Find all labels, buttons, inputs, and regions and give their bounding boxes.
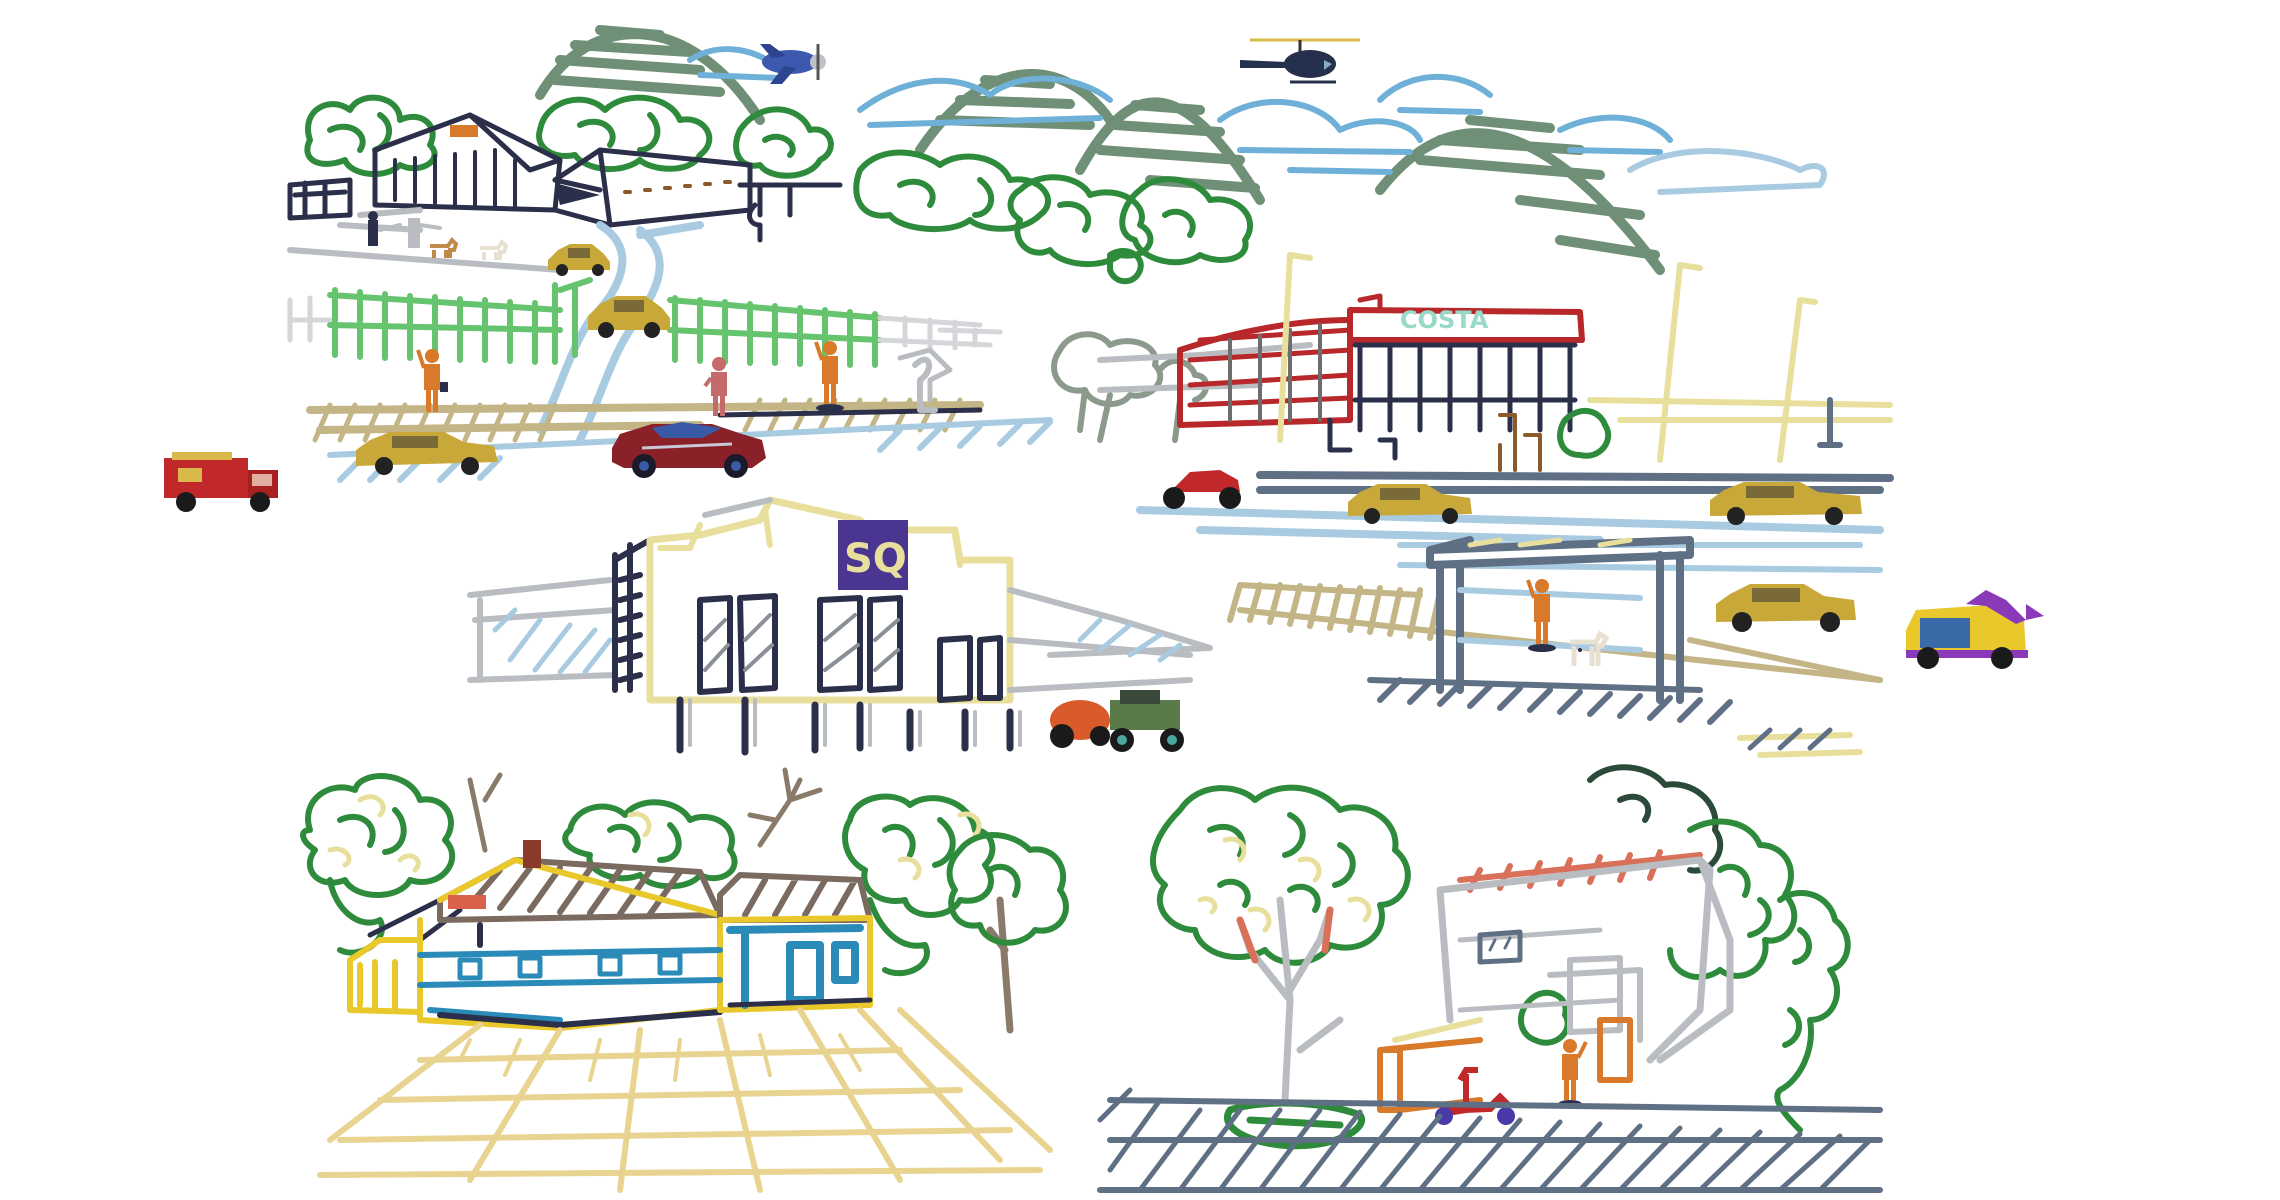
top-left-trees	[304, 94, 1253, 285]
figure-icon	[703, 357, 727, 416]
figure-icon	[368, 211, 378, 246]
cafe-sign: COSTA	[1400, 306, 1489, 334]
bottom-right-trees	[1150, 764, 1851, 1150]
taxi-car-icon	[1710, 482, 1862, 525]
cottage-building	[347, 840, 873, 1031]
barn-sign	[450, 125, 478, 137]
sports-car-icon	[612, 422, 766, 478]
dog-icon	[480, 238, 509, 260]
chimney	[523, 840, 541, 868]
scooter-icon	[1435, 1067, 1515, 1125]
clouds	[687, 46, 1827, 195]
toy-jeep	[1110, 690, 1184, 752]
bottom-right-house	[1377, 849, 1734, 1113]
canopy-structure	[1227, 536, 1883, 758]
farm-yard	[287, 207, 704, 444]
taxi-car-icon	[1348, 484, 1472, 524]
cottage-grid-yard	[317, 1007, 1053, 1193]
cafe-street	[1136, 471, 1894, 573]
field-ground	[306, 347, 1053, 483]
figure-icon	[408, 218, 420, 248]
motorbike-icon	[1163, 470, 1241, 509]
figure-icon	[1526, 579, 1556, 652]
supermarket-building: SQ	[467, 496, 1213, 756]
cottage-sign	[448, 895, 486, 909]
propeller-plane-icon	[760, 44, 826, 84]
dog-icon	[1570, 630, 1610, 666]
figure-icon	[416, 349, 448, 412]
camper-van-icon	[1906, 590, 2044, 669]
cottage-trees	[300, 767, 1069, 1034]
taxi-car-icon	[1716, 584, 1856, 632]
dog-icon	[430, 236, 459, 258]
bottom-right-ground	[1097, 1087, 1883, 1193]
green-fence	[287, 277, 1003, 368]
helicopter-icon	[1240, 38, 1360, 84]
taxi-car-icon	[356, 432, 498, 475]
hills	[535, 25, 1665, 275]
barn-building	[287, 112, 843, 243]
supermarket-sign: SQ	[844, 536, 907, 582]
taxi-car-icon	[588, 296, 670, 338]
taxi-car-icon	[548, 244, 610, 276]
figure-icon	[814, 341, 844, 412]
toy-tractor	[1050, 700, 1110, 748]
fire-truck-icon	[164, 452, 278, 512]
supermarket-sign-board	[838, 520, 908, 590]
hydrant	[912, 356, 938, 413]
cafe-building: COSTA	[1097, 252, 1893, 472]
figure-icon	[1558, 1039, 1588, 1108]
